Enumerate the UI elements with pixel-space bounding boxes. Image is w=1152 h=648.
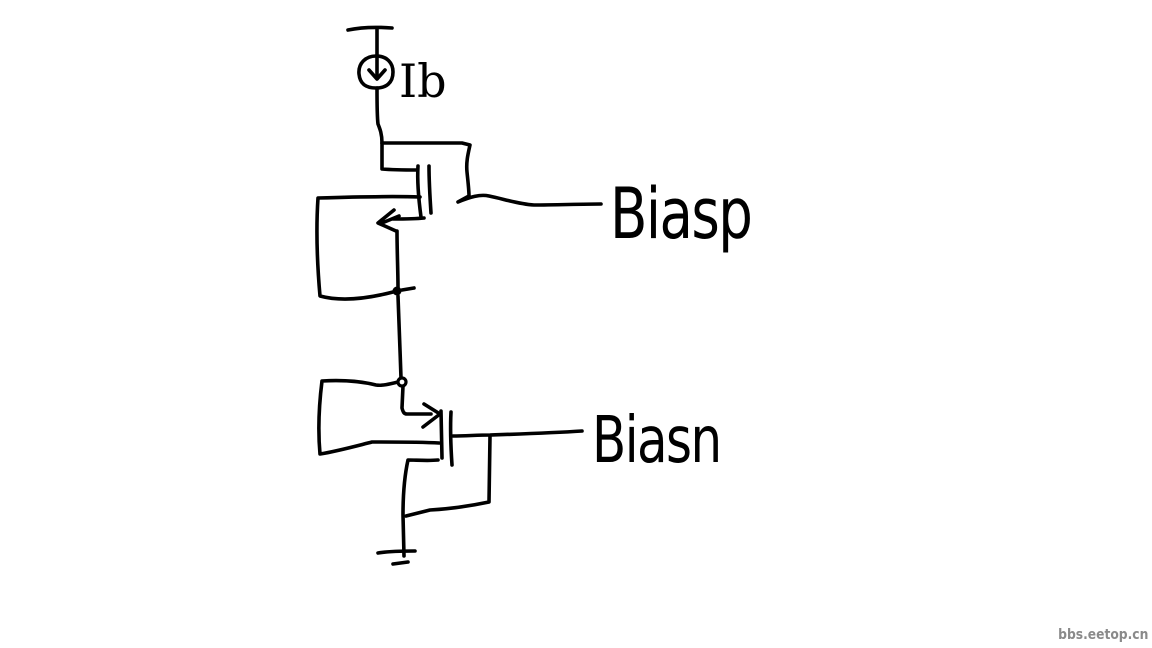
junction-tick <box>400 286 416 292</box>
current-source-circle-icon <box>357 54 395 90</box>
nmos-body-box <box>317 378 441 456</box>
pmos-gate-bar <box>427 164 433 215</box>
nmos-drain-biasn-wire <box>451 429 584 438</box>
pmos-source-arrow-icon <box>376 208 401 233</box>
nmos-gate-wire <box>400 384 433 416</box>
pmos-source-lead <box>380 142 419 172</box>
nmos-gate-bar <box>439 409 444 460</box>
biasn-label: Biasn <box>592 403 721 478</box>
pmos-drain-wire <box>395 229 400 290</box>
nmos-source-wire <box>401 458 440 558</box>
nmos-channel-bar <box>448 410 454 467</box>
junction-dot-top <box>392 286 402 296</box>
current-source-arrowhead-icon <box>367 68 387 81</box>
mid-node-wire <box>396 294 403 380</box>
pmos-body-box <box>315 194 422 301</box>
watermark: bbs.eetop.cn <box>1058 627 1148 643</box>
pmos-channel-bar <box>415 164 423 219</box>
nmos-drain-loop <box>404 434 492 518</box>
current-source-output-wire <box>375 86 384 145</box>
circuit-strokes <box>315 25 603 566</box>
supply-rail <box>346 25 394 32</box>
current-source-label: Ib <box>399 54 447 108</box>
biasp-label: Biasp <box>610 173 751 254</box>
ground-icon <box>376 549 417 566</box>
junction-dot-bottom <box>396 376 408 388</box>
pmos-gate-drain-loop-and-biasp-wire <box>380 141 603 207</box>
